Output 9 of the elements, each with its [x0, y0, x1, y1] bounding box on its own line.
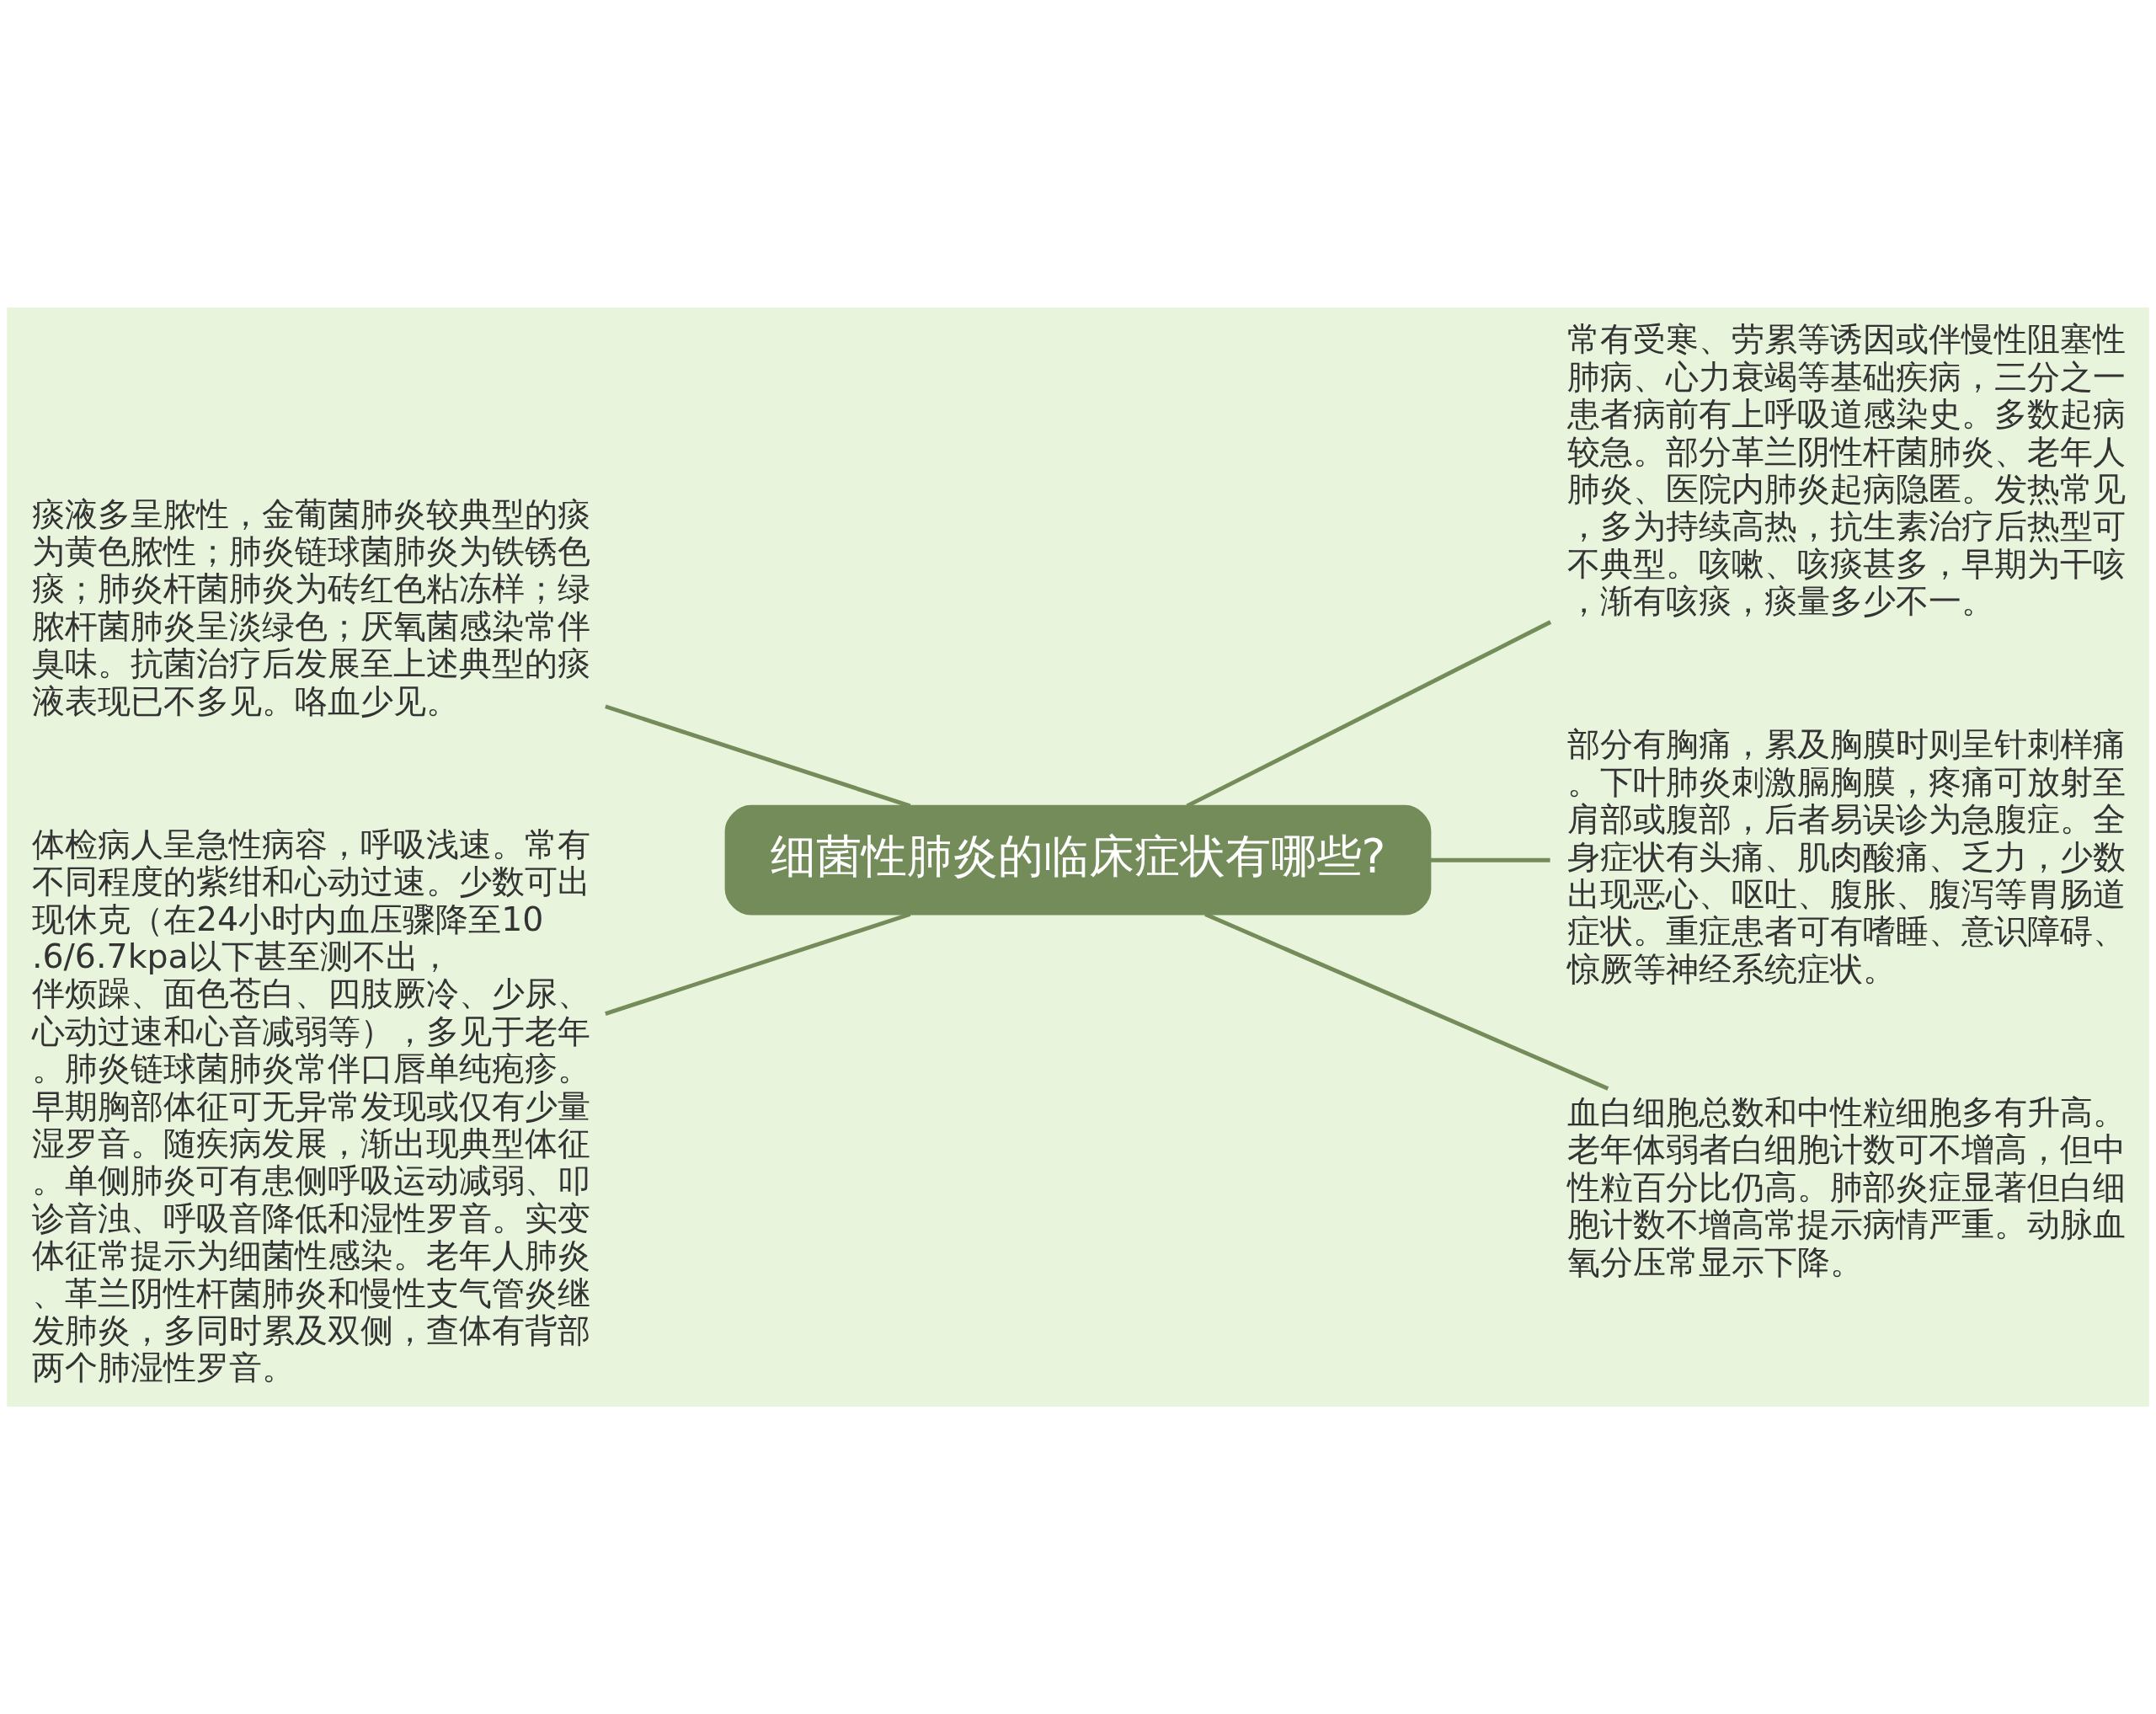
connector — [1430, 857, 1550, 862]
node-text: 体检病人呈急性病容，呼吸浅速。常有不同程度的紫绀和心动过速。少数可出现休克（在24小时内血压骤降至10.6/6.7kpa以下甚至测不出，伴烦躁、面色苍白、四肢厥冷、少尿、心动过速和心音减弱等），多见于老年。肺炎链球菌肺炎常伴口唇单纯疱疹。早期胸部体征可无异常发现或仅有少量湿罗音。随疾病发展，渐出现典型体征。单侧肺炎可有患侧呼吸运动减弱、叩诊音浊、呼吸音降低和湿性罗音。实变体征常提示为细菌性感染。老年人肺炎、革兰阴性杆菌肺炎和慢性支气管炎继发肺炎，多同时累及双侧，查体有背部两个肺湿性罗音。 — [31, 824, 590, 1387]
connector — [1204, 912, 1609, 1091]
node-text: 部分有胸痛，累及胸膜时则呈针刺样痛。下叶肺炎刺激膈胸膜，疼痛可放射至肩部或腹部，后者易误诊为急腹症。全身症状有头痛、肌肉酸痛、乏力，少数出现恶心、呕吐、腹胀、腹泻等胃肠道症状。重症患者可有嗜睡、意识障碍、惊厥等神经系统症状。 — [1566, 724, 2126, 988]
node-text: 常有受寒、劳累等诱因或伴慢性阻塞性肺病、心力衰竭等基础疾病，三分之一患者病前有上呼吸道感染史。多数起病较急。部分革兰阴性杆菌肺炎、老年人肺炎、医院内肺炎起病隐匿。发热常见，多为持续高热，抗生素治疗后热型可不典型。咳嗽、咳痰甚多，早期为干咳，渐有咳痰，痰量多少不一。 — [1566, 319, 2126, 621]
node-text: 痰液多呈脓性，金葡菌肺炎较典型的痰为黄色脓性；肺炎链球菌肺炎为铁锈色痰；肺炎杆菌肺炎为砖红色粘冻样；绿脓杆菌肺炎呈淡绿色；厌氧菌感染常伴臭味。抗菌治疗后发展至上述典型的痰液表现已不多见。咯血少见。 — [31, 494, 590, 720]
connector — [605, 912, 911, 1016]
node-box: 细菌性肺炎的临床症状有哪些? — [724, 804, 1432, 916]
node-text: 血白细胞总数和中性粒细胞多有升高。老年体弱者白细胞计数可不增高，但中性粒百分比仍高。肺部炎症显著但白细胞计数不增高常提示病情严重。动脉血氧分压常显示下降。 — [1566, 1092, 2126, 1281]
